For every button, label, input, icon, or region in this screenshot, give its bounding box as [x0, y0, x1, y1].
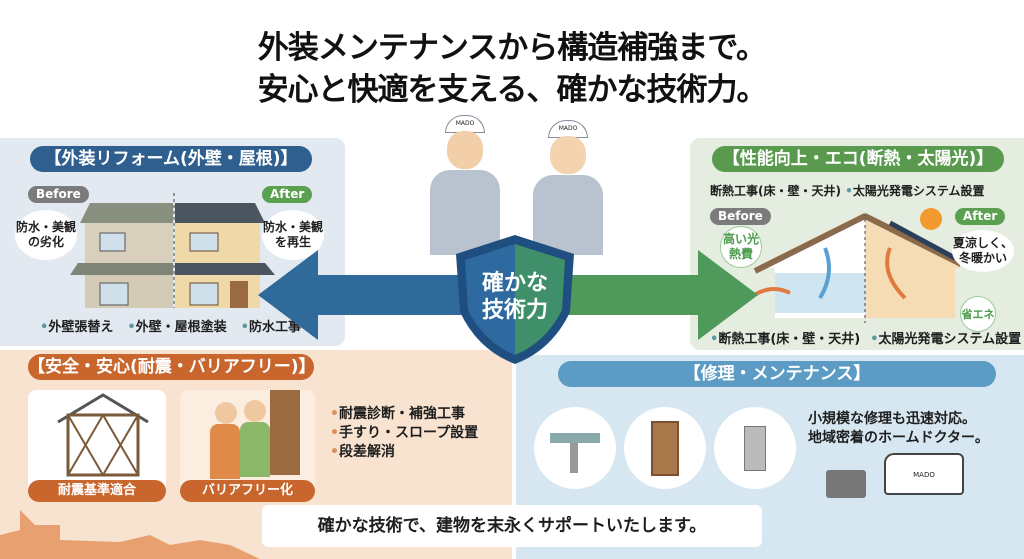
shield-line-2: 技術力 [481, 298, 548, 323]
eco-heading: 【性能向上・エコ(断熱・太陽光)】 [712, 146, 1004, 172]
shield-line-1: 確かな [481, 271, 548, 296]
eco-panel: 【性能向上・エコ(断熱・太陽光)】 断熱工事(床・壁・天井) •太陽光発電システ… [690, 138, 1024, 350]
safety-item: 耐震診断・補強工事 [338, 406, 465, 422]
title-line-2: 安心と快適を支える、確かな技術力。 [257, 72, 767, 108]
exterior-panel: 【外装リフォーム(外壁・屋根)】 Before After 防水・美観の劣化 防… [0, 138, 345, 346]
woman-body [210, 424, 240, 479]
eco-item: 断熱工事(床・壁・天井) [718, 332, 861, 347]
door-repair-icon [624, 407, 706, 489]
after-note: 夏涼しく、冬暖かい [952, 230, 1014, 272]
eco-subtitle: 断熱工事(床・壁・天井) •太陽光発電システム設置 [710, 184, 985, 198]
worker-male: MADO [420, 115, 510, 255]
sun-icon [920, 208, 942, 230]
safety-heading: 【安全・安心(耐震・バリアフリー)】 [28, 354, 316, 380]
before-tag: Before [710, 208, 771, 225]
title-line-1: 外装メンテナンスから構造補強まで。 [257, 30, 767, 66]
repair-desc-line-2: 地域密着のホームドクター。 [808, 430, 989, 446]
face [550, 136, 586, 174]
worker-female: MADO [525, 120, 610, 255]
hinge-repair-icon [714, 407, 796, 489]
arrow-right-icon [538, 250, 758, 340]
eco-subtitle-right: 太陽光発電システム設置 [852, 184, 985, 198]
face [447, 131, 483, 169]
shield-icon [456, 235, 574, 364]
before-note: 防水・美観の劣化 [15, 210, 77, 260]
man-icon [244, 400, 266, 422]
door-icon [270, 390, 300, 475]
arrow-left-icon [258, 250, 478, 340]
eco-badge: 省エネ [960, 296, 996, 332]
exterior-item: 防水工事 [248, 320, 301, 335]
safety-item: 段差解消 [338, 444, 395, 460]
woman-icon [215, 402, 237, 424]
temple-silhouette [0, 510, 260, 559]
exterior-heading: 【外装リフォーム(外壁・屋根)】 [30, 146, 312, 172]
uniform [533, 175, 603, 255]
safety-panel: 【安全・安心(耐震・バリアフリー)】 耐震基準適合 バリアフリー化 •耐震診断・… [0, 350, 512, 559]
repair-desc-line-1: 小規模な修理も迅速対応。 [808, 411, 976, 427]
uniform [430, 170, 500, 255]
barrier-free-label: バリアフリー化 [180, 480, 315, 502]
after-tag: After [955, 208, 1006, 225]
seismic-label: 耐震基準適合 [28, 480, 166, 502]
insulation-house-illustration [748, 213, 960, 323]
eco-items: •断熱工事(床・壁・天井) •太陽光発電システム設置 [710, 332, 1022, 347]
footer-message: 確かな技術で、建物を末永くサポートいたします。 [262, 505, 762, 547]
repair-description: 小規模な修理も迅速対応。 地域密着のホームドクター。 [808, 410, 989, 448]
eco-subtitle-left: 断熱工事(床・壁・天井) [710, 184, 841, 198]
gutter-repair-icon [534, 407, 616, 489]
seismic-frame-icon [57, 393, 149, 477]
safety-items: •耐震診断・補強工事 •手すり・スロープ設置 •段差解消 [330, 406, 479, 460]
toolbox-icon [826, 470, 866, 498]
man-body [240, 422, 270, 477]
after-tag: After [262, 186, 313, 203]
repair-heading: 【修理・メンテナンス】 [558, 361, 996, 387]
before-note: 高い光熱費 [720, 226, 762, 268]
exterior-item: 外壁・屋根塗装 [135, 320, 227, 335]
van-icon: MADO [884, 453, 964, 495]
after-note: 防水・美観を再生 [262, 210, 324, 260]
house-before-after-illustration [70, 193, 275, 308]
exterior-item: 外壁張替え [48, 320, 114, 335]
before-tag: Before [28, 186, 89, 203]
exterior-items: •外壁張替え •外壁・屋根塗装 •防水工事 [40, 320, 301, 335]
eco-item: 太陽光発電システム設置 [878, 332, 1022, 347]
safety-item: 手すり・スロープ設置 [338, 425, 479, 441]
shield-text: 確かな 技術力 [452, 270, 578, 324]
arrows [258, 250, 758, 340]
